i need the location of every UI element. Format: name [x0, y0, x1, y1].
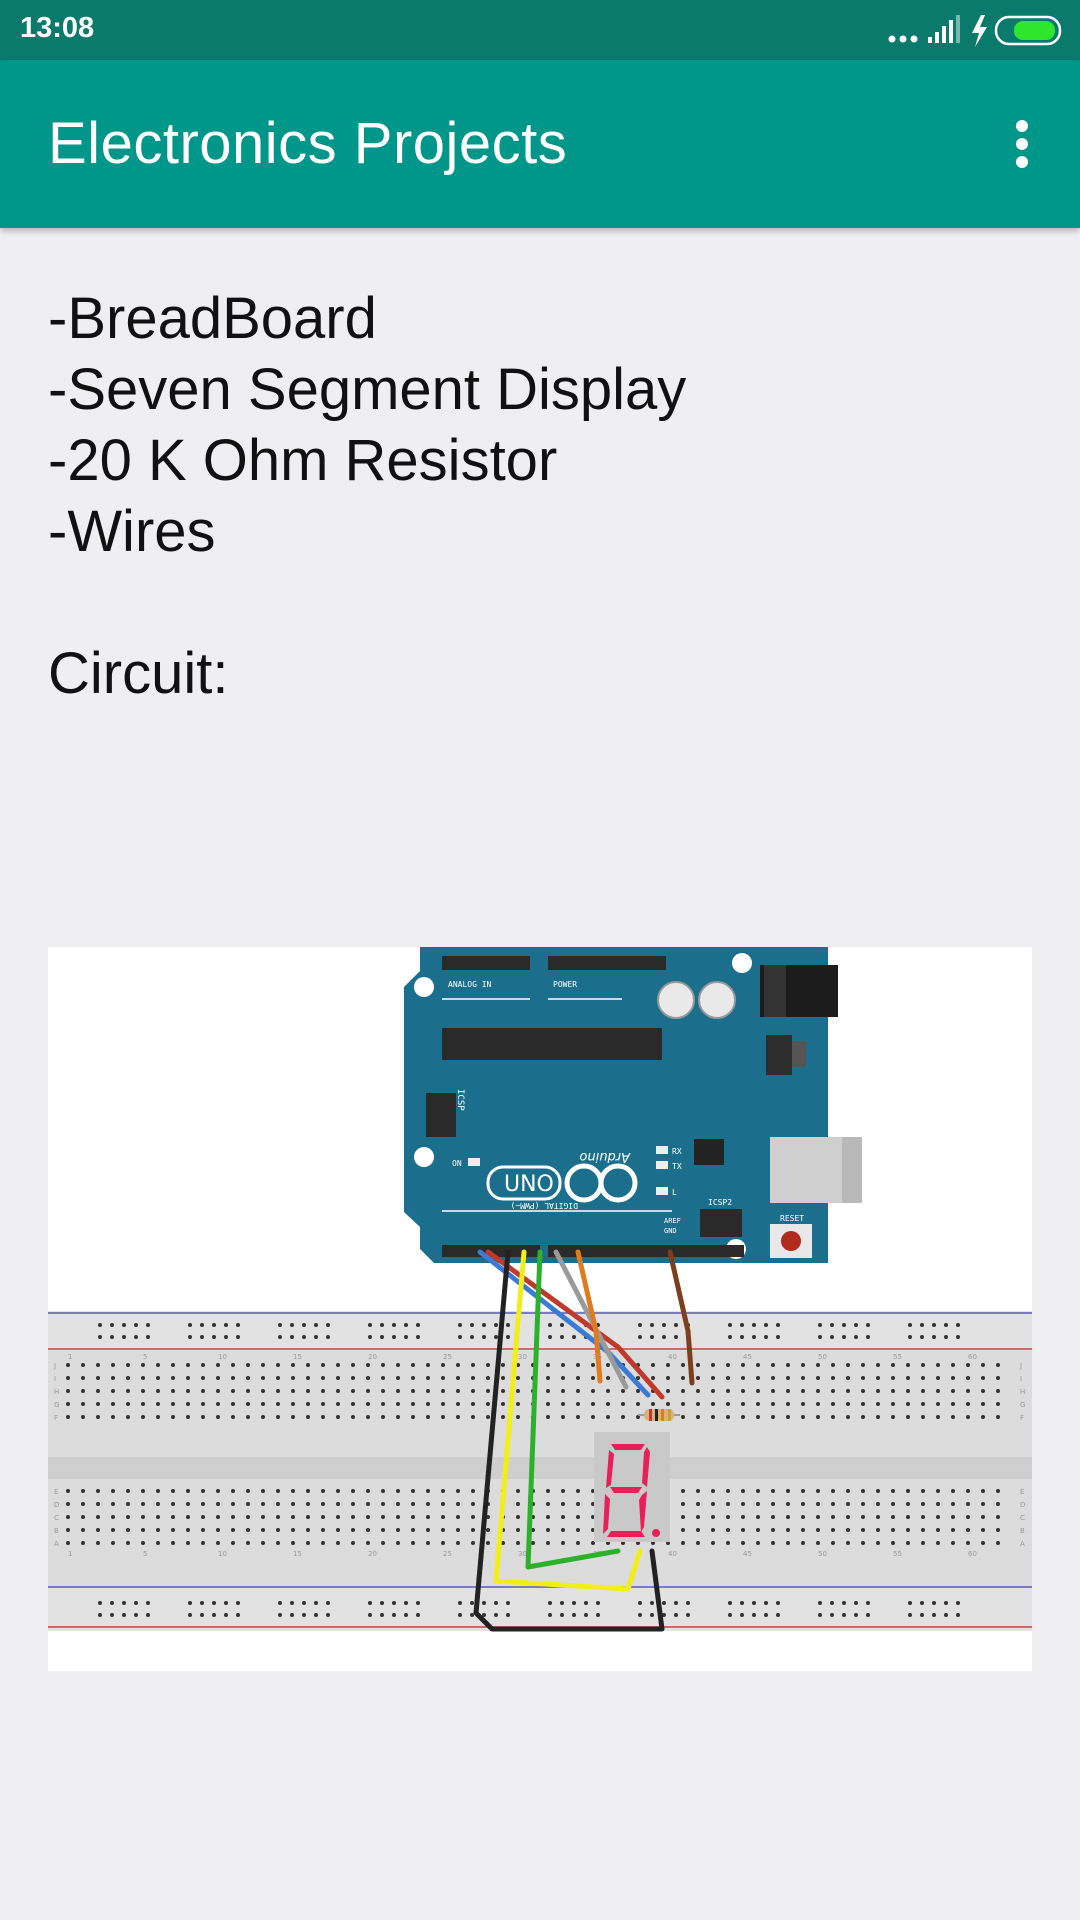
seven-segment-display — [594, 1432, 670, 1542]
resistor — [638, 1409, 680, 1421]
wire-red — [485, 1249, 665, 1400]
signal-icon — [928, 15, 960, 43]
breadboard-row-letter: F — [1020, 1414, 1024, 1422]
breadboard-column-number: 20 — [368, 1353, 377, 1361]
breadboard-row-letter: D — [54, 1501, 59, 1509]
circuit-heading: Circuit: — [48, 641, 229, 706]
breadboard-column-number: 10 — [218, 1550, 227, 1558]
breadboard-column-number: 55 — [893, 1550, 902, 1558]
breadboard-row-letter: G — [1020, 1401, 1025, 1409]
breadboard-column-number: 40 — [668, 1550, 677, 1558]
material-item: -BreadBoard — [48, 286, 377, 351]
breadboard-column-number: 30 — [518, 1550, 527, 1558]
breadboard-column-number: 45 — [743, 1550, 752, 1558]
breadboard-column-number: 50 — [818, 1550, 827, 1558]
material-item: -Seven Segment Display — [48, 357, 687, 422]
board-label-l: L — [672, 1188, 677, 1197]
breadboard-column-number: 1 — [68, 1550, 72, 1558]
breadboard-column-number: 30 — [518, 1353, 527, 1361]
breadboard-row-letter: E — [54, 1488, 58, 1496]
board-label-tx: TX — [672, 1162, 682, 1171]
breadboard-row-letter: J — [53, 1362, 56, 1370]
charging-bolt-icon — [972, 15, 987, 47]
breadboard-column-number: 25 — [443, 1550, 452, 1558]
breadboard-column-number: 15 — [293, 1353, 302, 1361]
status-icons — [888, 15, 1062, 47]
breadboard-column-number: 5 — [143, 1550, 147, 1558]
materials-list: -BreadBoard -Seven Segment Display -20 K… — [48, 283, 1038, 567]
wire-brown — [667, 1249, 695, 1386]
breadboard-row-letter: B — [54, 1527, 59, 1535]
breadboard-column-number: 40 — [668, 1353, 677, 1361]
board-label-icsp2: ICSP2 — [708, 1198, 732, 1207]
board-label-icsp: ICSP — [455, 1089, 465, 1111]
breadboard-row-letter: J — [1019, 1362, 1022, 1370]
breadboard-column-number: 10 — [218, 1353, 227, 1361]
circuit-diagram-image: ANALOG IN POWER ICSP Arduino — [48, 947, 1032, 1671]
breadboard-column-number: 50 — [818, 1353, 827, 1361]
breadboard-column-number: 60 — [968, 1550, 977, 1558]
overflow-menu-button[interactable] — [992, 114, 1052, 174]
breadboard-row-letter: A — [54, 1540, 59, 1548]
breadboard-row-letter: D — [1020, 1501, 1025, 1509]
status-time: 13:08 — [20, 12, 95, 44]
status-bar: 13:08 — [0, 0, 1080, 60]
board-label-rx: RX — [672, 1147, 682, 1156]
breadboard-column-number: 20 — [368, 1550, 377, 1558]
wire-yellow — [493, 1249, 643, 1592]
breadboard-row-letter: I — [1020, 1375, 1022, 1383]
arduino-board: ANALOG IN POWER ICSP Arduino — [404, 947, 862, 1263]
breadboard-row-letter: H — [54, 1388, 59, 1396]
breadboard-row-letter: B — [1020, 1527, 1025, 1535]
breadboard-column-number: 1 — [68, 1353, 72, 1361]
board-label-digital: DIGITAL (PWM~) — [511, 1201, 578, 1210]
board-label-on: ON — [452, 1159, 462, 1168]
breadboard-row-letter: C — [54, 1514, 59, 1522]
material-item: -20 K Ohm Resistor — [48, 428, 558, 493]
breadboard-row-letter: E — [1020, 1488, 1024, 1496]
board-label-power: POWER — [553, 980, 577, 989]
breadboard-column-number: 25 — [443, 1353, 452, 1361]
breadboard-row-letter: A — [1020, 1540, 1025, 1548]
board-label-gnd: GND — [664, 1227, 677, 1235]
breadboard-column-number: 5 — [143, 1353, 147, 1361]
wire-black — [473, 1249, 665, 1632]
board-brand: Arduino — [579, 1149, 631, 1164]
breadboard-row-letter: G — [54, 1401, 59, 1409]
breadboard-row-letter: I — [54, 1375, 56, 1383]
wire-orange — [575, 1249, 603, 1384]
app-title: Electronics Projects — [48, 111, 568, 176]
circuit-diagram-svg: ANALOG IN POWER ICSP Arduino — [48, 947, 1032, 1632]
board-model: UNO — [504, 1172, 554, 1197]
app-bar: Electronics Projects — [0, 60, 1080, 228]
breadboard-column-number: 15 — [293, 1550, 302, 1558]
breadboard-row-letter: C — [1020, 1514, 1025, 1522]
wires — [473, 1249, 695, 1632]
board-label-reset: RESET — [780, 1214, 804, 1223]
breadboard-column-number: 60 — [968, 1353, 977, 1361]
wire-green — [525, 1249, 621, 1570]
board-label-analog: ANALOG IN — [448, 980, 492, 989]
battery-icon — [994, 15, 1062, 46]
material-item: -Wires — [48, 499, 216, 564]
overflow-menu-icon — [1016, 120, 1028, 168]
breadboard-column-number: 45 — [743, 1353, 752, 1361]
board-label-aref: AREF — [664, 1217, 681, 1225]
breadboard-row-letter: F — [54, 1414, 58, 1422]
more-dots-icon — [888, 35, 918, 43]
breadboard-row-letter: H — [1020, 1388, 1025, 1396]
breadboard-column-number: 55 — [893, 1353, 902, 1361]
